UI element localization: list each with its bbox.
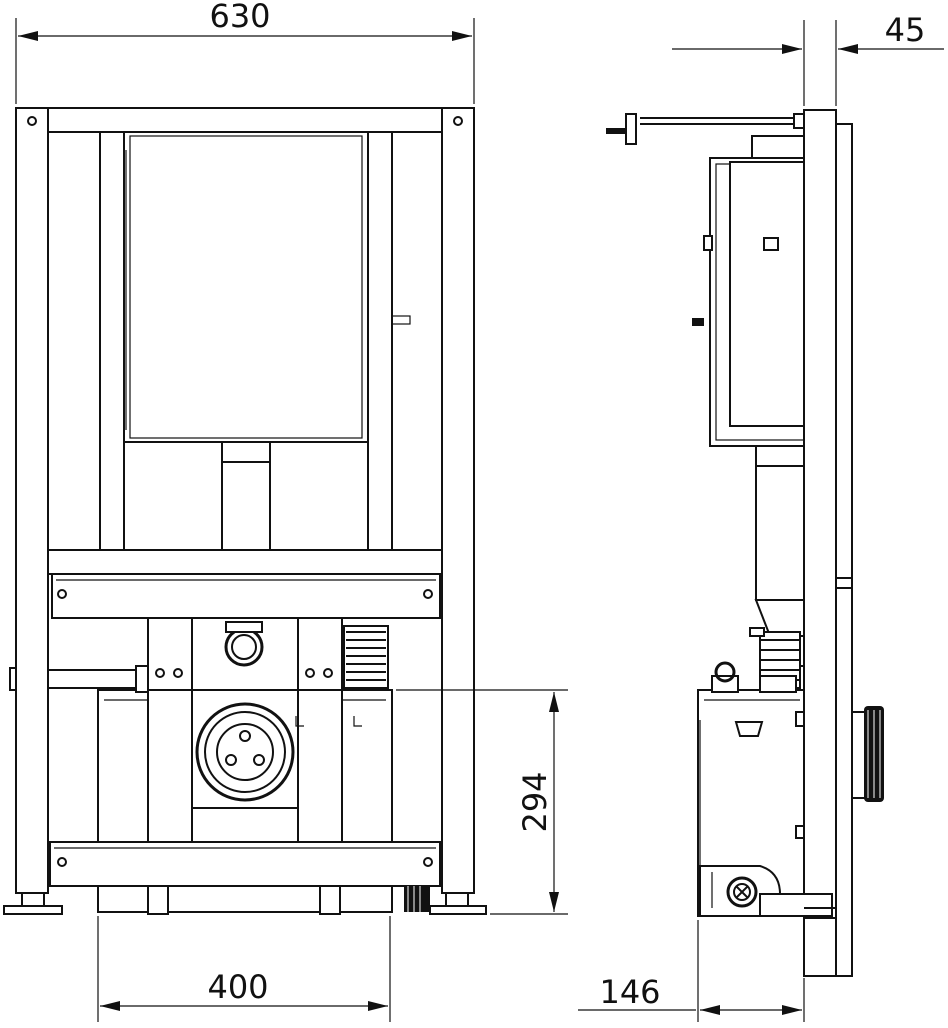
label-400: 400 [207,968,268,1006]
label-45: 45 [885,11,926,49]
dimension-depth-unit: 146 [578,920,805,1022]
dimension-width-total: 630 [15,0,475,104]
dimension-height-outlet: 294 [396,689,568,915]
label-630: 630 [209,0,270,35]
side-view [606,109,884,977]
front-view [3,107,487,915]
label-294: 294 [516,771,554,832]
label-146: 146 [599,973,660,1011]
dimension-width-unit: 400 [97,916,391,1022]
dimension-depth-frame: 45 [672,11,944,106]
